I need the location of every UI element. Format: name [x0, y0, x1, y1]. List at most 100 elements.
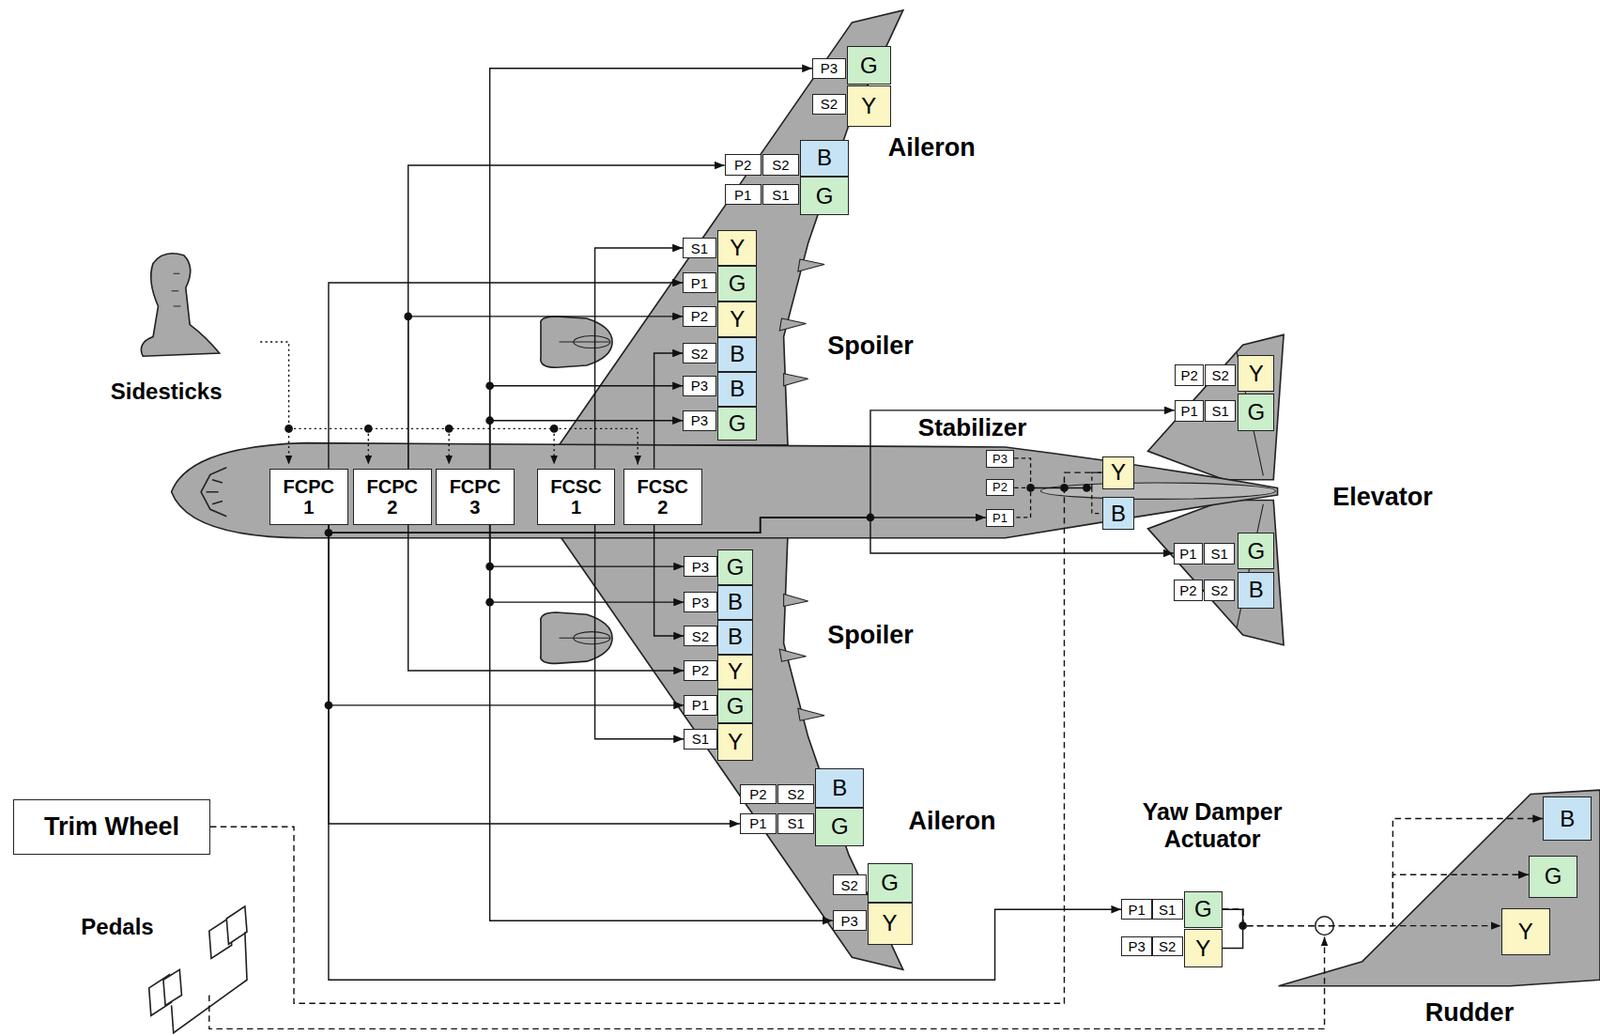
hydraulic-actuator: G	[717, 406, 757, 442]
node-text: B	[816, 146, 832, 170]
port-tag: P3	[683, 591, 718, 613]
hydraulic-actuator: Y	[846, 85, 892, 126]
hydraulic-actuator: G	[717, 689, 754, 724]
port-tag: P3	[812, 58, 847, 79]
hydraulic-actuator: G	[800, 176, 849, 216]
hydraulic-actuator: Y	[1184, 928, 1223, 968]
computer-box: FCSC 1	[537, 468, 616, 525]
node-text: P3	[992, 452, 1008, 465]
signal-connector	[408, 316, 683, 469]
fuselage	[171, 443, 1278, 539]
port-tag: P3	[832, 909, 867, 931]
hydraulic-actuator: Y	[867, 902, 913, 946]
node-text: P1	[749, 815, 767, 831]
node-text: Y	[861, 94, 877, 118]
node-text: Y	[727, 660, 743, 683]
junction-dot	[445, 424, 454, 433]
node-text: P1	[692, 697, 709, 712]
node-text: G	[815, 184, 834, 208]
sidestick-icon	[140, 253, 219, 357]
port-tag: S2	[683, 625, 718, 647]
node-text: G	[728, 412, 747, 435]
hydraulic-actuator: B	[717, 371, 757, 407]
port-tag: P1	[724, 184, 762, 206]
pedal	[163, 969, 183, 1005]
node-text: B	[831, 776, 847, 800]
port-tag: P2	[682, 306, 717, 327]
port-tag: S2	[832, 874, 867, 895]
signal-connector	[328, 524, 740, 824]
horizontal-tail	[1148, 499, 1285, 645]
node-text: P3	[820, 61, 838, 76]
hydraulic-actuator: G	[846, 46, 892, 85]
node-text: FCSC 2	[631, 476, 694, 518]
node-text: FCPC 3	[444, 476, 507, 518]
computer-box: FCSC 2	[623, 468, 703, 525]
node-text: B	[1248, 578, 1264, 601]
node-text: S1	[1210, 546, 1228, 561]
node-text: S1	[771, 187, 789, 202]
node-text: Y	[1110, 461, 1126, 484]
node-text: P2	[992, 480, 1008, 493]
port-tag: P3	[1121, 936, 1153, 957]
hydraulic-actuator: B	[717, 619, 754, 655]
node-text: Y	[1248, 362, 1264, 385]
signal-line	[553, 428, 554, 464]
hydraulic-actuator: B	[815, 768, 864, 807]
port-tag: S2	[762, 153, 800, 176]
junction-dot	[364, 424, 373, 433]
node-text: S2	[841, 877, 859, 893]
vertical-fin	[1278, 789, 1600, 986]
port-tag: S1	[1152, 898, 1184, 920]
hydraulic-actuator: G	[717, 549, 754, 585]
node-text: B	[727, 625, 743, 648]
hydraulic-actuator: Y	[717, 301, 757, 338]
port-tag: S2	[777, 784, 815, 805]
port-tag: S1	[1203, 542, 1235, 565]
hydraulic-actuator: B	[717, 584, 754, 620]
part-label: Aileron	[885, 133, 979, 163]
node-text: P1	[992, 511, 1008, 524]
node-text: S1	[786, 815, 804, 831]
port-tag: P1	[682, 272, 717, 293]
node-text: P1	[1179, 546, 1197, 561]
port-tag: P2	[1174, 364, 1205, 386]
computer-box: FCPC 2	[353, 468, 432, 525]
stabilizer-bracket	[1014, 458, 1102, 518]
port-tag: S1	[683, 728, 718, 750]
node-text: P3	[1127, 938, 1145, 954]
part-label: Spoiler	[824, 332, 917, 362]
signal-connector	[408, 524, 684, 671]
node-text: B	[729, 377, 745, 400]
node-text: P2	[749, 786, 767, 801]
signal-line	[368, 428, 370, 464]
node-text: FCPC 1	[277, 476, 340, 518]
port-tag: S1	[1204, 400, 1236, 422]
hydraulic-actuator: Y	[1237, 354, 1275, 392]
node-text: P2	[1179, 583, 1197, 598]
hydraulic-actuator: Y	[1102, 456, 1136, 490]
junction-dot	[1026, 483, 1035, 493]
signal-connector	[490, 68, 813, 469]
signal-connector	[1222, 908, 1502, 925]
port-tag: S1	[762, 184, 800, 206]
hydraulic-actuator: Y	[717, 230, 757, 266]
junction-dots	[284, 312, 1247, 930]
hydraulic-actuator: B	[800, 139, 849, 177]
port-tag: P3	[682, 410, 717, 431]
computer-box: FCPC 1	[269, 468, 349, 525]
node-text: P1	[734, 187, 752, 202]
port-tag: P1	[683, 694, 718, 716]
signal-line	[289, 428, 639, 464]
port-tag: S1	[682, 237, 717, 259]
port-tag: P2	[1173, 579, 1204, 601]
node-text: G	[728, 272, 747, 295]
node-text: S2	[771, 157, 789, 172]
node-text: G	[1194, 897, 1213, 921]
node-text: Y	[729, 236, 745, 260]
horizontal-tail	[1148, 334, 1285, 479]
node-text: Y	[729, 307, 745, 331]
pedals-icon	[149, 906, 247, 1033]
node-text: S1	[1158, 902, 1176, 917]
